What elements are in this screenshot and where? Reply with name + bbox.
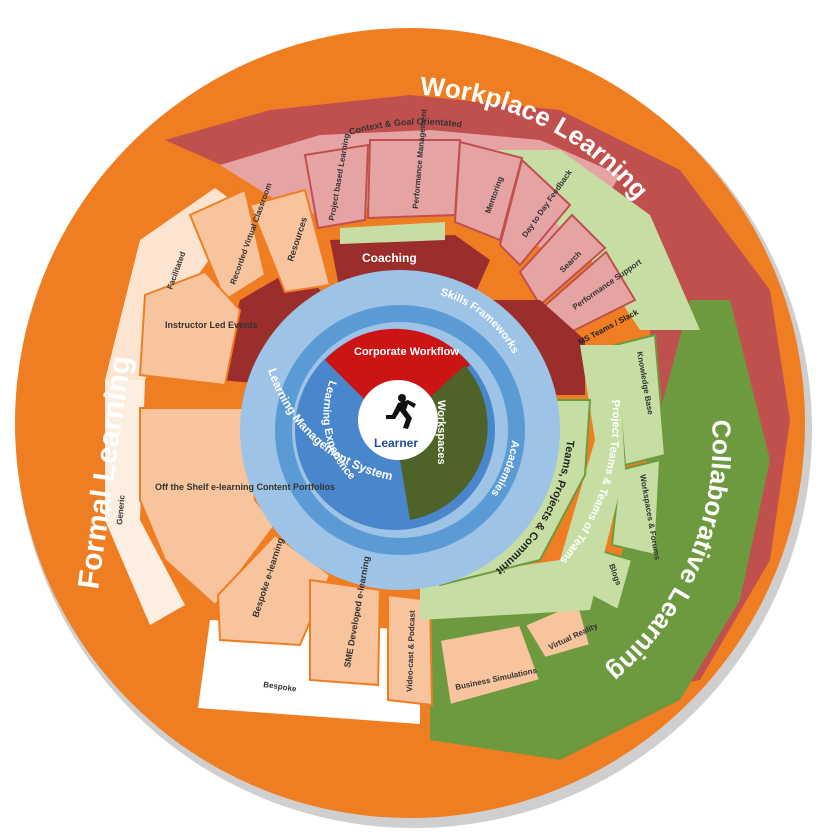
workspaces-sector [395, 365, 488, 520]
project-teams-ring [420, 345, 625, 620]
videocast-segment [387, 593, 434, 707]
day-to-day-segment [498, 158, 572, 267]
runner-icon [386, 394, 416, 429]
corporate-workflow-sector [325, 328, 470, 430]
learner-hub [358, 380, 438, 460]
coaching-label: Coaching [362, 251, 417, 265]
resources-segment [248, 188, 332, 294]
recorded-virtual-segment [188, 188, 267, 302]
off-the-shelf-label: Off the Shelf e-learning Content Portfol… [155, 482, 335, 492]
workspaces-label: Workspaces [435, 400, 447, 465]
videocast-label: Video-cast & Podcast [405, 610, 417, 692]
sme-segment [309, 578, 382, 687]
learner-label: Learner [374, 436, 418, 450]
generic-label: Generic [115, 494, 127, 525]
project-based-segment [303, 143, 370, 230]
corporate-workflow-label: Corporate Workflow [354, 346, 459, 358]
coaching-strip [340, 222, 445, 244]
business-sims-segment [438, 623, 542, 707]
generic-band [105, 380, 185, 625]
instructor-label: Instructor Led Events [165, 320, 258, 330]
workspaces-forums-segment [610, 458, 662, 557]
mentoring-segment [453, 140, 524, 242]
instructor-led-segment [138, 270, 242, 387]
